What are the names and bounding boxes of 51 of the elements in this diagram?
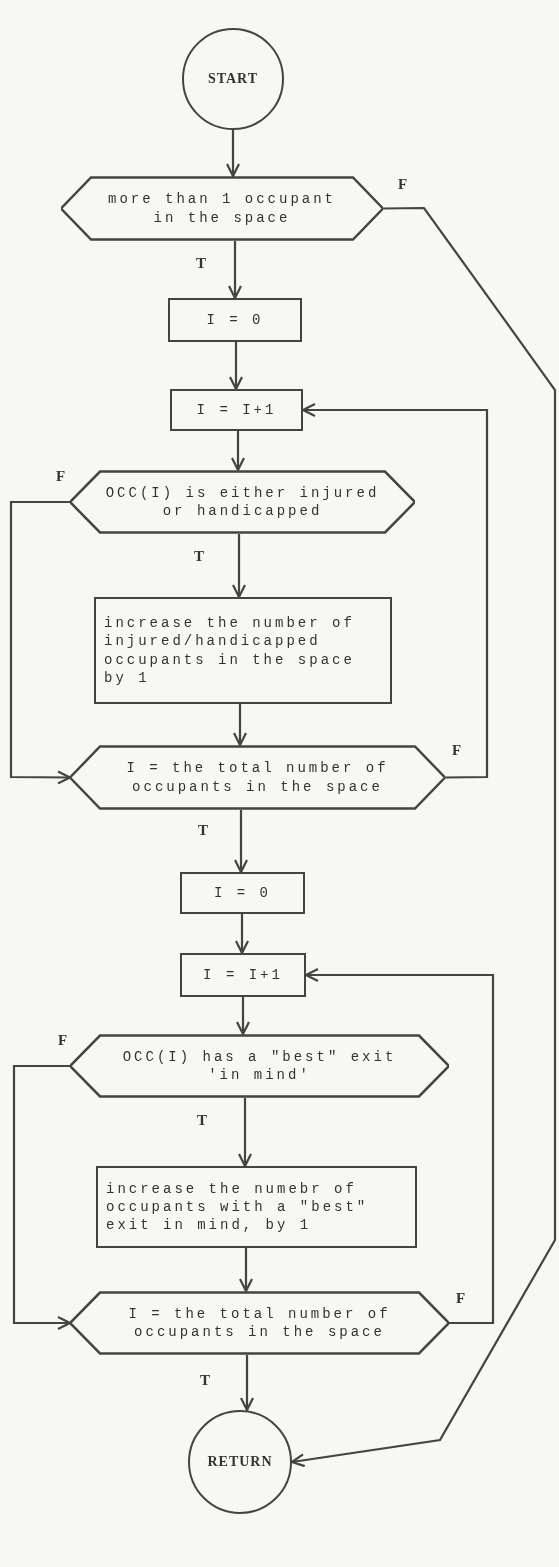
arrow: [231, 534, 247, 599]
step-text: I = I+1: [203, 965, 283, 985]
arrow: [9, 500, 72, 785]
arrow: [228, 342, 244, 391]
edge-label: T: [197, 1112, 207, 1129]
process-box: [170, 389, 303, 431]
terminal-circle: [188, 1410, 292, 1514]
edge-label: T: [196, 255, 206, 272]
edge-label: T: [200, 1372, 210, 1389]
arrow: [12, 1064, 72, 1331]
step-text: I = I+1: [196, 400, 277, 420]
condition-text: OCC(I) has a "best" exit 'in mind': [121, 1047, 398, 1085]
edge-label: F: [456, 1290, 466, 1307]
arrow: [238, 1248, 254, 1293]
condition-text: I = the total number of occupants in the space: [125, 759, 390, 796]
step-text: I = 0: [206, 310, 264, 330]
condition-text: I = the total number of occupants in the space: [127, 1304, 392, 1342]
decision-hexagon: [61, 176, 383, 241]
edge-label: T: [198, 822, 208, 839]
arrow: [237, 1098, 253, 1168]
process-box: [168, 298, 302, 342]
terminal-label: START: [207, 69, 259, 88]
decision-hexagon: [70, 745, 445, 810]
arrow: [235, 997, 251, 1036]
arrow: [230, 431, 246, 472]
edge-label: F: [398, 176, 408, 193]
condition-text: OCC(I) is either injured or handicapped: [104, 483, 381, 521]
arrow: [225, 130, 241, 178]
arrow: [239, 1355, 255, 1412]
step-text: increase the number of injured/handicapped occupants in the space by 1: [104, 614, 356, 687]
edge-label: F: [56, 468, 66, 485]
condition-text: more than 1 occupant in the space: [107, 190, 337, 227]
process-box: [180, 872, 305, 914]
arrow: [232, 704, 248, 747]
terminal-circle: [182, 28, 284, 130]
decision-hexagon: [70, 1291, 449, 1355]
step-text: I = 0: [214, 883, 271, 903]
edge-label: F: [58, 1032, 68, 1049]
arrow: [227, 241, 243, 300]
decision-hexagon: [70, 470, 415, 534]
decision-hexagon: [70, 1034, 449, 1098]
arrow: [233, 810, 249, 874]
edge-label: T: [194, 548, 204, 565]
process-box: [180, 953, 306, 997]
terminal-label: RETURN: [207, 1452, 273, 1471]
step-text: increase the numebr of occupants with a "best" exit in mind, by 1: [106, 1179, 370, 1235]
process-box: [94, 597, 392, 704]
process-box: [96, 1166, 417, 1248]
edge-label: F: [452, 742, 462, 759]
arrow: [290, 206, 557, 1468]
arrow: [234, 914, 250, 955]
